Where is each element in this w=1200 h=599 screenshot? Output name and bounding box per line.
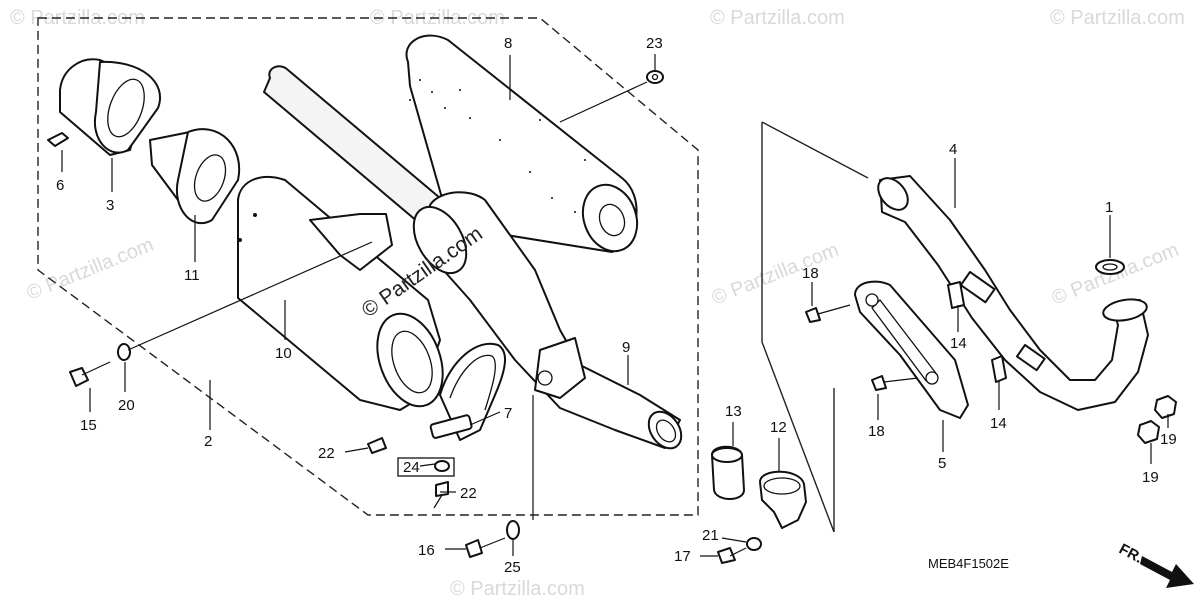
watermark: © Partzilla.com <box>1050 7 1185 29</box>
callout-15: 15 <box>80 417 97 434</box>
arrow-right-icon <box>1140 556 1194 588</box>
callout-20: 20 <box>118 397 135 414</box>
callout-8: 8 <box>504 35 512 52</box>
part-24-box <box>397 457 455 477</box>
watermark: © Partzilla.com <box>709 239 842 310</box>
leader-lines <box>61 54 1169 557</box>
callout-24: 24 <box>403 459 420 476</box>
callout-5: 5 <box>938 455 946 472</box>
pipe-frame-top <box>761 121 869 179</box>
part-9-inner-pipe <box>263 65 683 450</box>
callout-19: 19 <box>1142 469 1159 486</box>
watermark-layer: © Partzilla.com © Partzilla.com © Partzi… <box>10 7 1185 599</box>
callout-14: 14 <box>990 415 1007 432</box>
callout-7: 7 <box>504 405 512 422</box>
callout-22: 22 <box>460 485 477 502</box>
part-5-heat-shield <box>854 280 969 419</box>
part-3-end-cap <box>59 58 161 156</box>
part-4-exhaust-pipe <box>877 175 1149 411</box>
watermark: © Partzilla.com <box>10 7 145 29</box>
part-7-muffler-band <box>429 342 506 441</box>
callout-6: 6 <box>56 177 64 194</box>
callout-1: 1 <box>1105 199 1113 216</box>
callout-18: 18 <box>802 265 819 282</box>
watermark: © Partzilla.com <box>24 234 157 305</box>
part-11-end-plate <box>149 128 241 225</box>
callout-9: 9 <box>622 339 630 356</box>
callout-4: 4 <box>949 141 957 158</box>
callout-12: 12 <box>770 419 787 436</box>
diagram-code: MEB4F1502E <box>928 556 1009 571</box>
callout-19: 19 <box>1160 431 1177 448</box>
watermark: © Partzilla.com <box>450 578 585 599</box>
callout-10: 10 <box>275 345 292 362</box>
callout-3: 3 <box>106 197 114 214</box>
callout-16: 16 <box>418 542 435 559</box>
callout-2: 2 <box>204 433 212 450</box>
callout-11: 11 <box>184 267 200 284</box>
callout-25: 25 <box>504 559 521 576</box>
callout-23: 23 <box>646 35 663 52</box>
callout-13: 13 <box>725 403 742 420</box>
front-direction-indicator: FR. <box>1116 541 1194 588</box>
callout-labels: 8 23 6 3 11 10 20 15 2 9 7 22 24 22 16 2… <box>56 35 1177 576</box>
pipe-frame-left <box>761 122 835 533</box>
muffler-assembly-outline <box>37 17 699 516</box>
watermark: © Partzilla.com <box>710 7 845 29</box>
callout-22: 22 <box>318 445 335 462</box>
part-10-muffler-body <box>237 175 444 411</box>
callout-18: 18 <box>868 423 885 440</box>
callout-21: 21 <box>702 527 719 544</box>
callout-14: 14 <box>950 335 967 352</box>
callout-17: 17 <box>674 548 691 565</box>
hardware-parts <box>47 70 1177 564</box>
